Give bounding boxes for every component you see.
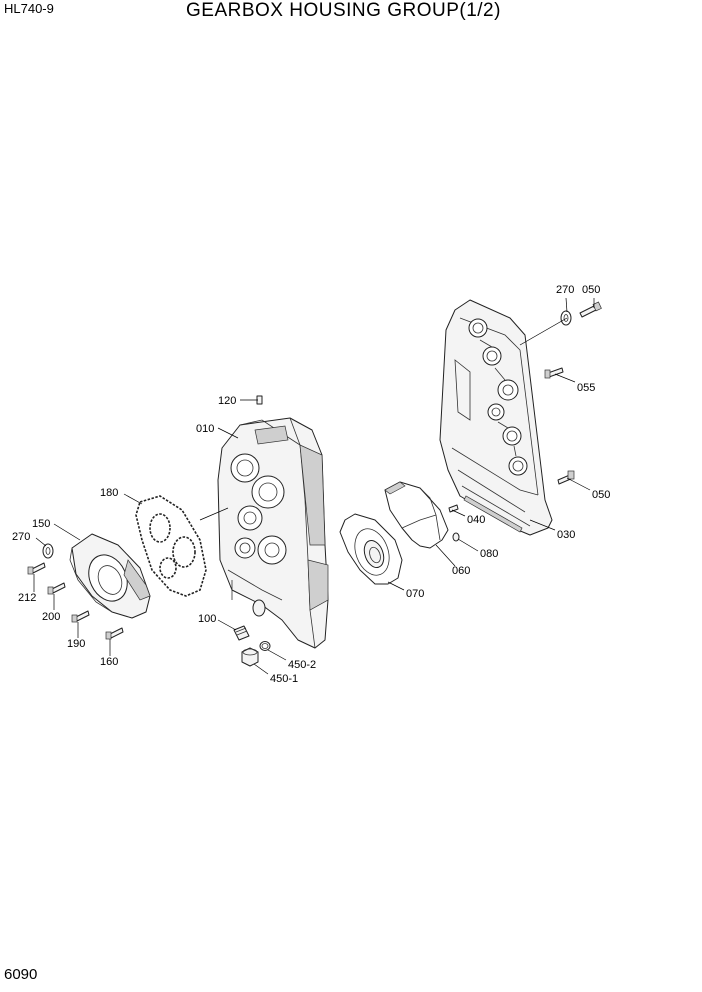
part-270-washer-left xyxy=(42,543,54,559)
callout-180: 180 xyxy=(100,487,118,499)
part-055-bolt xyxy=(544,367,564,379)
part-270-washer-top xyxy=(560,310,572,326)
callout-270-left: 270 xyxy=(12,531,30,543)
part-050-bolt-lower xyxy=(557,470,575,485)
page-number: 6090 xyxy=(4,966,38,983)
callout-050-lower: 050 xyxy=(592,489,610,501)
callout-120: 120 xyxy=(218,395,236,407)
part-450-1-plug xyxy=(241,647,259,667)
callout-450-1: 450-1 xyxy=(270,673,298,685)
callout-150: 150 xyxy=(32,518,50,530)
callout-010: 010 xyxy=(196,423,214,435)
part-200-bolt xyxy=(47,582,66,595)
part-060-baffle xyxy=(384,481,449,549)
part-450-2-o-ring xyxy=(259,641,271,651)
part-100-strainer xyxy=(233,625,250,641)
callout-080: 080 xyxy=(480,548,498,560)
part-160-bolt xyxy=(105,627,124,640)
callout-060: 060 xyxy=(452,565,470,577)
part-050-bolt-top xyxy=(579,301,602,318)
callout-070: 070 xyxy=(406,588,424,600)
callout-270-top: 270 xyxy=(556,284,574,296)
part-150-front-cover xyxy=(69,533,151,619)
callout-040: 040 xyxy=(467,514,485,526)
part-180-gasket xyxy=(135,495,207,597)
part-190-bolt xyxy=(71,610,90,623)
callout-055: 055 xyxy=(577,382,595,394)
part-040-pin xyxy=(448,504,459,513)
leader-lines xyxy=(33,297,595,675)
part-080-plug xyxy=(452,532,460,542)
part-212-bolt xyxy=(27,562,46,575)
callout-030: 030 xyxy=(557,529,575,541)
model-label: HL740-9 xyxy=(4,1,54,16)
callout-160: 160 xyxy=(100,656,118,668)
part-070-cover-plate xyxy=(339,513,403,585)
callout-200: 200 xyxy=(42,611,60,623)
part-010-gearbox-housing xyxy=(217,417,329,649)
callout-100: 100 xyxy=(198,613,216,625)
part-030-housing-cover xyxy=(439,299,553,536)
callout-050-top: 050 xyxy=(582,284,600,296)
callout-labels: 270 050 055 050 040 030 080 060 070 120 … xyxy=(12,284,610,685)
page-title: GEARBOX HOUSING GROUP(1/2) xyxy=(186,0,501,21)
callout-450-2: 450-2 xyxy=(288,659,316,671)
callout-212: 212 xyxy=(18,592,36,604)
callout-190: 190 xyxy=(67,638,85,650)
